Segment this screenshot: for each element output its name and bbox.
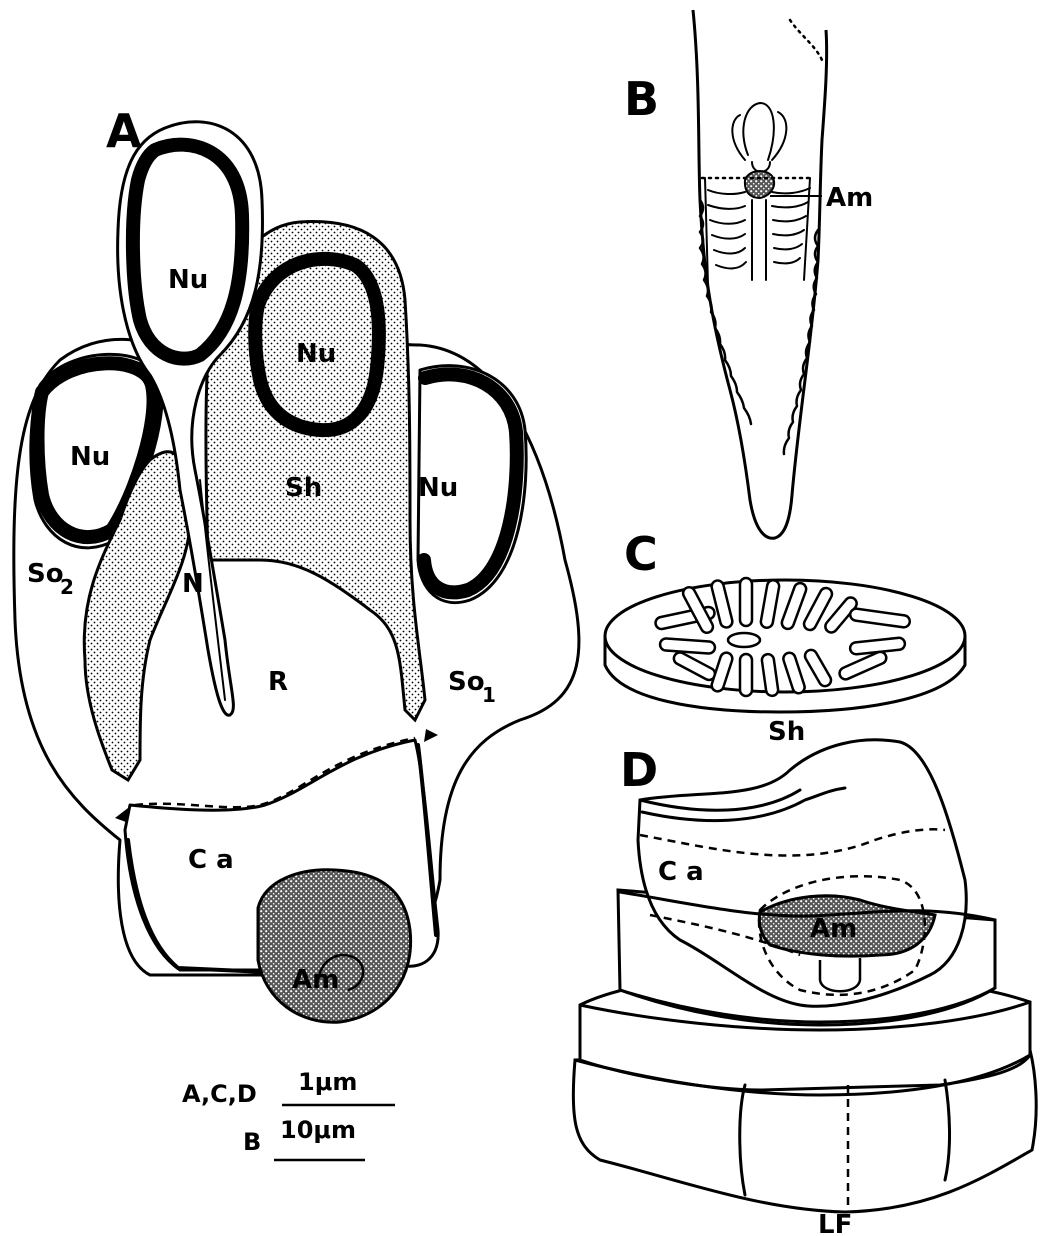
ampulla-pore-d xyxy=(820,958,860,991)
label-n: N xyxy=(182,569,204,599)
panel-label-c: C xyxy=(624,527,658,581)
label-am-d: Am xyxy=(810,914,857,944)
label-nu-so1: Nu xyxy=(418,473,458,503)
panel-d-diagram xyxy=(573,740,1036,1212)
panel-label-d: D xyxy=(620,743,658,797)
panel-b-diagram xyxy=(693,10,827,538)
label-so2: So xyxy=(27,559,64,589)
scale-bar-1-length: 1μm xyxy=(298,1068,357,1096)
scale-bar-2-length: 10μm xyxy=(280,1116,356,1144)
label-lf: LF xyxy=(818,1210,852,1236)
label-so1-subscript: 1 xyxy=(482,683,496,707)
label-ca-a: C a xyxy=(188,845,234,875)
scale-bars: A,C,D 1μm B 10μm xyxy=(182,1068,395,1160)
panel-label-a: A xyxy=(106,104,142,158)
label-nu-so2: Nu xyxy=(70,442,110,472)
label-am-b: Am xyxy=(826,183,873,213)
panel-c-diagram xyxy=(605,578,965,712)
label-sh-a: Sh xyxy=(285,473,322,503)
ampulla-b xyxy=(745,171,774,198)
label-nu-neuron: Nu xyxy=(168,265,208,295)
panel-a-diagram xyxy=(14,122,579,1022)
label-sh-c: Sh xyxy=(768,717,805,747)
label-r: R xyxy=(268,667,288,697)
label-ca-d: C a xyxy=(658,857,704,887)
scale-bar-1-panels: A,C,D xyxy=(182,1080,257,1108)
panel-label-b: B xyxy=(624,72,659,126)
label-am-a: Am xyxy=(292,965,339,995)
label-so1: So xyxy=(448,667,485,697)
label-so2-subscript: 2 xyxy=(60,575,74,599)
ampulla xyxy=(258,870,411,1022)
tail-outline xyxy=(693,10,827,538)
sheath-disc-center xyxy=(728,633,760,647)
sheath-disc-top xyxy=(605,580,965,692)
label-nu-sheath: Nu xyxy=(296,339,336,369)
scale-bar-2-panels: B xyxy=(243,1128,261,1156)
phasmid-lobe-center xyxy=(743,103,774,160)
